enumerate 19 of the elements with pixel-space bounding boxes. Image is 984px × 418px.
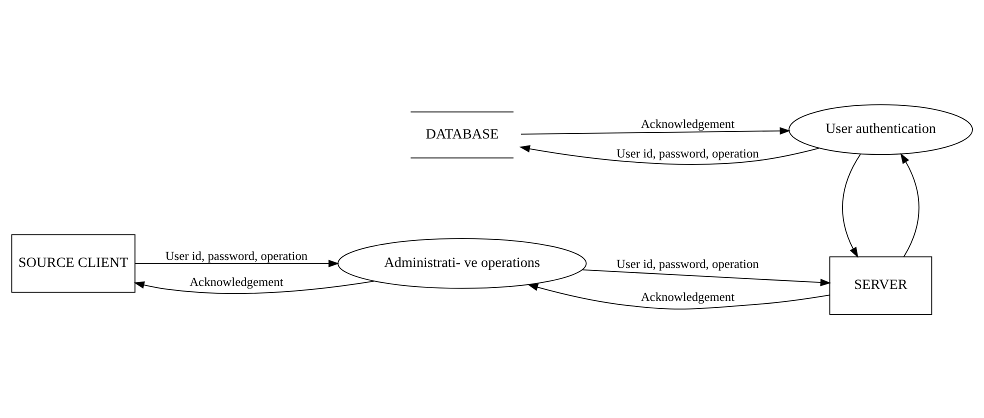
- arrow: [519, 144, 820, 164]
- edge-label: Acknowledgement: [640, 116, 735, 131]
- arrow: [527, 283, 830, 309]
- arrow: [900, 152, 920, 257]
- edge-label: User id, password, operation: [616, 256, 759, 271]
- arrow: [134, 280, 374, 294]
- edge-label: User id, password, operation: [165, 248, 308, 263]
- node-ellipse: Administrati- ve operations: [338, 238, 587, 288]
- arrow: [842, 153, 861, 258]
- arrow: [520, 126, 790, 134]
- edge-label: Acknowledgement: [190, 274, 284, 288]
- arrow: [134, 259, 340, 267]
- node-box: SOURCE CLIENT: [11, 234, 136, 292]
- node-box: SERVER: [829, 256, 932, 314]
- node-ellipse: User authentication: [788, 104, 973, 154]
- node-text: DATABASE: [426, 126, 499, 142]
- arrow: [582, 268, 832, 286]
- edge-label: User id, password, operation: [616, 146, 759, 160]
- edge-label: Acknowledgement: [640, 289, 735, 304]
